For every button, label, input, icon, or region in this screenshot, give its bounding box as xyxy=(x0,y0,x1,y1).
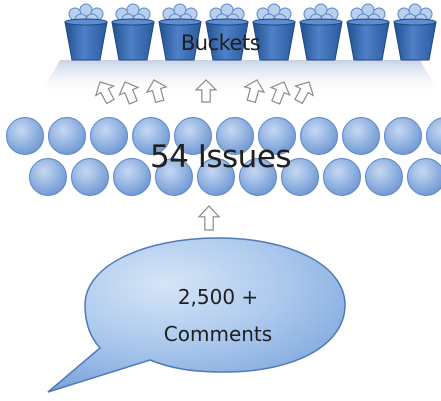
bucket-rim xyxy=(65,19,107,25)
issues-label: 54 Issues xyxy=(0,139,441,175)
arrows-to-buckets xyxy=(91,77,318,106)
bucket-rim xyxy=(206,19,248,25)
arrow-up-icon xyxy=(199,206,219,230)
comments-count-label: 2,500 + xyxy=(168,285,268,309)
bucket-rim xyxy=(112,19,154,25)
buckets-label: Buckets xyxy=(0,31,441,55)
comments-bubble xyxy=(48,238,345,392)
bucket-rim xyxy=(394,19,436,25)
bucket-rim xyxy=(300,19,342,25)
comments-label: Comments xyxy=(158,322,278,346)
bucket-rim xyxy=(159,19,201,25)
bucket-rim xyxy=(347,19,389,25)
arrows-to-issues xyxy=(199,206,219,230)
bucket-rim xyxy=(253,19,295,25)
speech-bubble-shape xyxy=(48,238,345,392)
